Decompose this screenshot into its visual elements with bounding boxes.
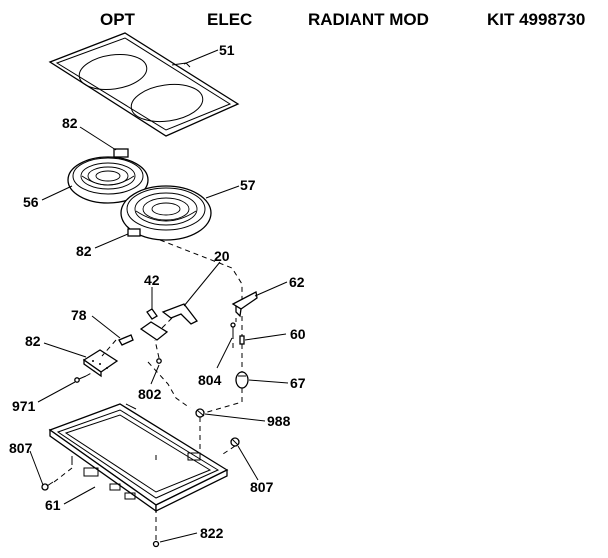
label-971: 971 <box>12 398 36 414</box>
spring-part-60 <box>239 335 245 345</box>
label-51: 51 <box>219 42 235 58</box>
assembly-line-971 <box>85 370 96 377</box>
header-elec: ELEC <box>207 10 252 29</box>
glass-cooktop-part-51 <box>48 32 240 137</box>
label-988: 988 <box>267 413 291 429</box>
label-61: 61 <box>45 497 61 513</box>
module-part-82 <box>82 349 119 378</box>
assembly-line-807-right <box>219 445 236 457</box>
header-opt: OPT <box>100 10 136 29</box>
terminal-part-67 <box>235 371 249 389</box>
label-60: 60 <box>290 326 306 342</box>
large-radiant-element-part-57 <box>120 185 212 241</box>
header-kit-number: KIT 4998730 <box>487 10 585 29</box>
screw-part-802 <box>156 358 162 364</box>
label-807-right: 807 <box>250 479 274 495</box>
label-804: 804 <box>198 372 222 388</box>
screw-part-807-left <box>41 481 54 491</box>
assembly-line-78-82 <box>101 339 117 357</box>
assembly-line-to-pan <box>147 361 191 409</box>
label-62: 62 <box>289 274 305 290</box>
label-78: 78 <box>71 307 87 323</box>
base-pan-part-61 <box>48 403 229 513</box>
assembly-line-20-42 <box>159 317 173 331</box>
assembly-line-807-left <box>53 467 73 483</box>
header-radiant-mod: RADIANT MOD <box>308 10 429 29</box>
label-82-left: 82 <box>25 333 41 349</box>
clip-part-78 <box>118 334 134 346</box>
label-82-mid: 82 <box>76 243 92 259</box>
label-57: 57 <box>240 177 256 193</box>
bracket-part-62 <box>231 291 258 318</box>
label-807-left: 807 <box>9 440 33 456</box>
assembly-line-67-988 <box>203 388 243 414</box>
assembly-line-element <box>159 239 243 300</box>
label-42: 42 <box>144 272 160 288</box>
switch-part-42 <box>139 308 169 341</box>
screw-part-822 <box>152 540 160 548</box>
screw-part-807-right <box>230 437 240 447</box>
label-802: 802 <box>138 386 162 402</box>
label-20: 20 <box>214 248 230 264</box>
label-56: 56 <box>23 194 39 210</box>
screw-part-971 <box>74 375 87 383</box>
small-radiant-element-part-56 <box>67 148 149 204</box>
assembly-line-802 <box>154 339 160 359</box>
label-822: 822 <box>200 525 224 541</box>
label-67: 67 <box>290 375 306 391</box>
label-82-top: 82 <box>62 115 78 131</box>
bracket-part-20 <box>161 303 198 325</box>
clip-part-988 <box>195 408 205 418</box>
screw-part-804 <box>230 322 236 334</box>
